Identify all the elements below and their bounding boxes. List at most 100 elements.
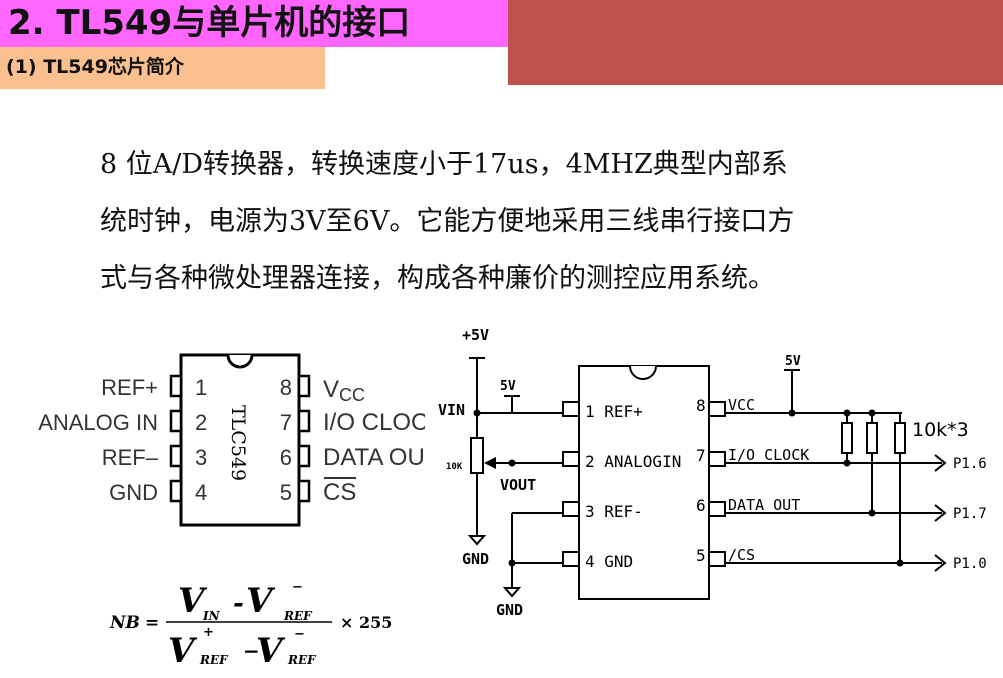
sch-pin7-lead [708, 451, 726, 467]
label-gnd-2: GND [496, 601, 523, 618]
left-pin-4-lead [169, 479, 183, 503]
formula-den-sup2: − [294, 627, 305, 642]
left-pin-4-number: 4 [195, 480, 207, 505]
port-arrow-3 [934, 554, 947, 572]
formula-num-v2: V [246, 581, 276, 621]
description-line-1: 8 位A/D转换器，转换速度小于17us，4MHZ典型内部系 [100, 149, 788, 180]
port-label-1: P1.6 [953, 456, 987, 472]
left-pin-2-number: 2 [195, 410, 207, 435]
junction-dot [868, 509, 876, 517]
slide-title: 2. TL549与单片机的接口 [8, 3, 411, 43]
right-pin-5-lead [297, 479, 311, 503]
junction-dot [788, 409, 796, 417]
junction-dot [473, 409, 481, 417]
junction-dot [508, 559, 516, 567]
junction-dot [843, 409, 851, 417]
right-pin-7-label: I/O CLOCK [323, 409, 430, 436]
port-label-3: P1.0 [953, 556, 987, 572]
schematic-chip-notch [629, 365, 657, 380]
description-text: 8 位A/D转换器，转换速度小于17us，4MHZ典型内部系 统时钟，电源为3V… [100, 136, 980, 307]
formula-equals: = [145, 613, 159, 633]
right-pin-6-label: DATA OUT [323, 444, 430, 471]
formula-den-sub1: REF [199, 653, 229, 667]
sch-pin4-label: 4 GND [585, 552, 633, 571]
port-label-2: P1.7 [953, 506, 987, 522]
left-pin-4-label: GND [109, 480, 158, 505]
label-gnd-1: GND [462, 550, 489, 568]
sch-pin8-lead [708, 401, 726, 417]
sch-pin6-lead [708, 501, 726, 517]
left-pin-2-label: ANALOG IN [38, 410, 158, 435]
left-pin-3-number: 3 [195, 445, 207, 470]
label-resistors: 10k*3 [912, 419, 969, 441]
ground-symbol-2 [502, 587, 522, 598]
junction-dot [508, 459, 516, 467]
sch-pin7-label: I/O CLOCK [728, 446, 809, 464]
left-pin-3-label: REF– [102, 445, 159, 470]
label-vcc-5v: 5V [785, 354, 801, 369]
interface-schematic: +5V 5V 5V VIN 10K VOUT GND GND 1 REF+ 2 … [438, 326, 987, 618]
right-pin-5-label: CS [323, 479, 356, 506]
resistor-3 [894, 422, 906, 454]
title-background [0, 0, 508, 47]
right-pin-5-number: 5 [280, 480, 292, 505]
conversion-formula: NB = V IN - V − REF V + REF − V − REF × … [109, 580, 392, 670]
resistor-1 [841, 422, 853, 454]
junction-dot [896, 559, 904, 567]
sch-pin3-label: 3 REF- [585, 502, 643, 521]
potentiometer [470, 437, 484, 474]
right-pin-6-number: 6 [280, 445, 292, 470]
right-pin-6-lead [297, 444, 311, 468]
formula-num-v1: V [178, 581, 208, 621]
sch-pin8-label: VCC [728, 396, 755, 414]
formula-den-minus: − [243, 639, 260, 663]
right-pin-7-number: 7 [280, 410, 292, 435]
sch-pin6-label: DATA OUT [728, 496, 800, 514]
sch-pin4-lead [562, 551, 580, 567]
left-pin-1-lead [169, 374, 183, 398]
chip-notch [226, 354, 254, 369]
sch-pin6-number: 6 [696, 496, 706, 515]
right-pin-8-number: 8 [280, 375, 292, 400]
junction-dot [843, 459, 851, 467]
chip-label: TLC549 [227, 405, 249, 481]
formula-num-sub2: REF [283, 609, 313, 623]
sch-pin1-lead [562, 401, 580, 417]
clip-mask [425, 340, 430, 540]
sch-pin5-label: /CS [728, 546, 755, 564]
sch-pin7-number: 7 [696, 446, 706, 465]
right-pin-8-label: VCC [323, 376, 365, 405]
label-vin: VIN [438, 401, 465, 419]
label-vout: VOUT [500, 476, 536, 494]
sch-pin2-lead [562, 451, 580, 467]
formula-den-sub2: REF [287, 653, 317, 667]
description-line-2: 统时钟，电源为3V至6V。它能方便地采用三线串行接口方 [100, 206, 795, 237]
formula-lhs: NB [109, 613, 140, 633]
formula-den-v2: V [256, 631, 286, 670]
label-vin-5v: 5V [500, 379, 516, 394]
sch-pin5-number: 5 [696, 546, 706, 565]
formula-num-sup2: − [292, 580, 303, 595]
subtitle-background [0, 47, 325, 89]
port-arrow-2 [934, 504, 947, 522]
sch-pin5-lead [708, 551, 726, 567]
label-pot: 10K [446, 462, 463, 472]
wire-vin-ref [511, 396, 563, 414]
header-bar [508, 0, 1003, 85]
sch-pin8-number: 8 [696, 396, 706, 415]
port-arrow-1 [934, 454, 947, 472]
formula-num-sub1: IN [202, 609, 221, 623]
sch-pin3-lead [562, 501, 580, 517]
formula-num-minus: - [233, 589, 244, 619]
left-pin-1-label: REF+ [101, 375, 158, 400]
left-pin-1-number: 1 [195, 375, 207, 400]
left-pin-3-lead [169, 444, 183, 468]
ground-symbol-1 [467, 535, 487, 546]
sch-pin1-label: 1 REF+ [585, 402, 643, 421]
resistor-2 [866, 422, 878, 454]
label-plus5v: +5V [462, 326, 489, 344]
chip-package-diagram: REF+ ANALOG IN REF– GND 1 2 3 4 8 7 6 5 … [38, 340, 430, 540]
chip-body [179, 353, 301, 527]
formula-den-sup1: + [203, 625, 214, 640]
right-pin-8-lead [297, 374, 311, 398]
